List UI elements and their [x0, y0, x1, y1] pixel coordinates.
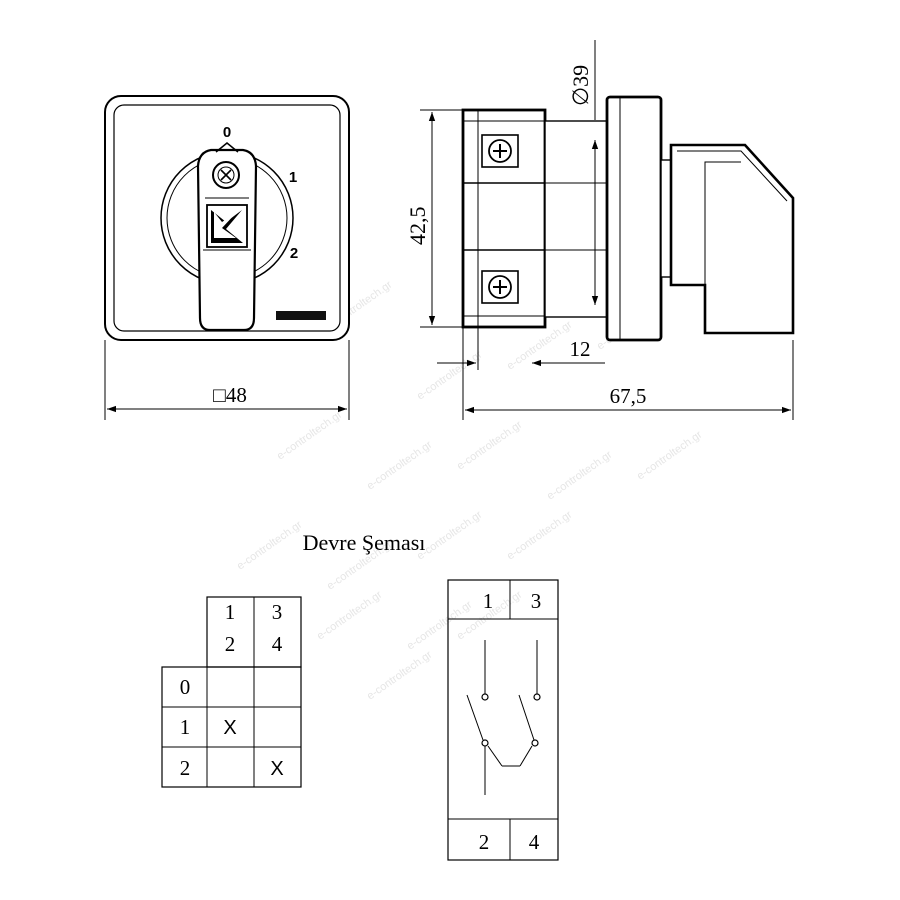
label-plate	[276, 311, 326, 320]
contact-blade	[466, 694, 484, 741]
terminal-label-bottom: 4	[529, 830, 540, 854]
front-flange	[605, 95, 663, 342]
switch-shaft-section	[544, 120, 608, 318]
width-dimension-label: □48	[213, 383, 247, 407]
height-dimension-label: 42,5	[405, 207, 430, 246]
terminal-label-top: 3	[531, 589, 542, 613]
watermark-text: e-controltech.gr	[505, 509, 575, 563]
terminal-screw-bottom-icon	[481, 270, 519, 304]
contact-wire	[519, 745, 533, 767]
table-row-label: 2	[180, 756, 191, 780]
brand-logo-icon	[206, 204, 248, 248]
position-2-label: 2	[290, 245, 298, 262]
contact-point	[531, 739, 539, 747]
pointer-arrow	[215, 142, 239, 153]
contact-point	[481, 739, 489, 747]
watermark-text: e-controltech.gr	[455, 419, 525, 473]
depth-dimension-label: 12	[570, 337, 591, 361]
side-view: ∅39 42,5 12 67,5	[405, 40, 795, 420]
switching-table: 1 2 3 4 0 1 X 2 X	[161, 596, 302, 788]
table-cell: X	[270, 758, 283, 780]
table-body-box	[161, 666, 302, 788]
table-header-cell: 4	[272, 632, 283, 656]
contact-diagram-box	[447, 579, 559, 861]
position-0-label: 0	[223, 124, 231, 141]
watermark-text: e-controltech.gr	[635, 429, 705, 483]
terminal-screw-top-icon	[481, 134, 519, 168]
knob-screw-inner	[217, 166, 235, 184]
contact-point	[481, 693, 489, 701]
watermark-text: e-controltech.gr	[365, 439, 435, 493]
table-row-label: 1	[180, 715, 191, 739]
table-cell: X	[223, 717, 236, 739]
watermark-text: e-controltech.gr	[545, 449, 615, 503]
knob-side-edge	[677, 150, 788, 202]
position-1-label: 1	[289, 169, 297, 186]
watermark-text: e-controltech.gr	[275, 409, 345, 463]
table-row-label: 0	[180, 675, 191, 699]
watermark-text: e-controltech.gr	[365, 649, 435, 703]
length-dimension-label: 67,5	[610, 384, 647, 408]
contact-point	[533, 693, 541, 701]
terminal-label-top: 1	[483, 589, 494, 613]
contact-blade	[518, 694, 535, 741]
diameter-dimension-label: ∅39	[568, 65, 593, 106]
watermark-text: e-controltech.gr	[415, 349, 485, 403]
knob-side-inner	[704, 161, 741, 285]
table-header-cell: 1	[225, 600, 236, 624]
watermark-text: e-controltech.gr	[235, 519, 305, 573]
schema-title: Devre Şeması	[303, 530, 426, 555]
contact-diagram: 1 3 2 4	[447, 579, 559, 861]
watermark-text: e-controltech.gr	[315, 589, 385, 643]
screw-cross-icon	[220, 169, 232, 181]
flange-step	[660, 159, 672, 278]
knob-side-profile	[669, 143, 795, 335]
front-view: 0 1 2 □48	[104, 95, 350, 420]
table-header-cell: 2	[225, 632, 236, 656]
table-header-cell: 3	[272, 600, 283, 624]
watermark-layer: e-controltech.gre-controltech.gre-contro…	[235, 279, 705, 703]
terminal-label-bottom: 2	[479, 830, 490, 854]
contact-wire	[487, 745, 503, 767]
